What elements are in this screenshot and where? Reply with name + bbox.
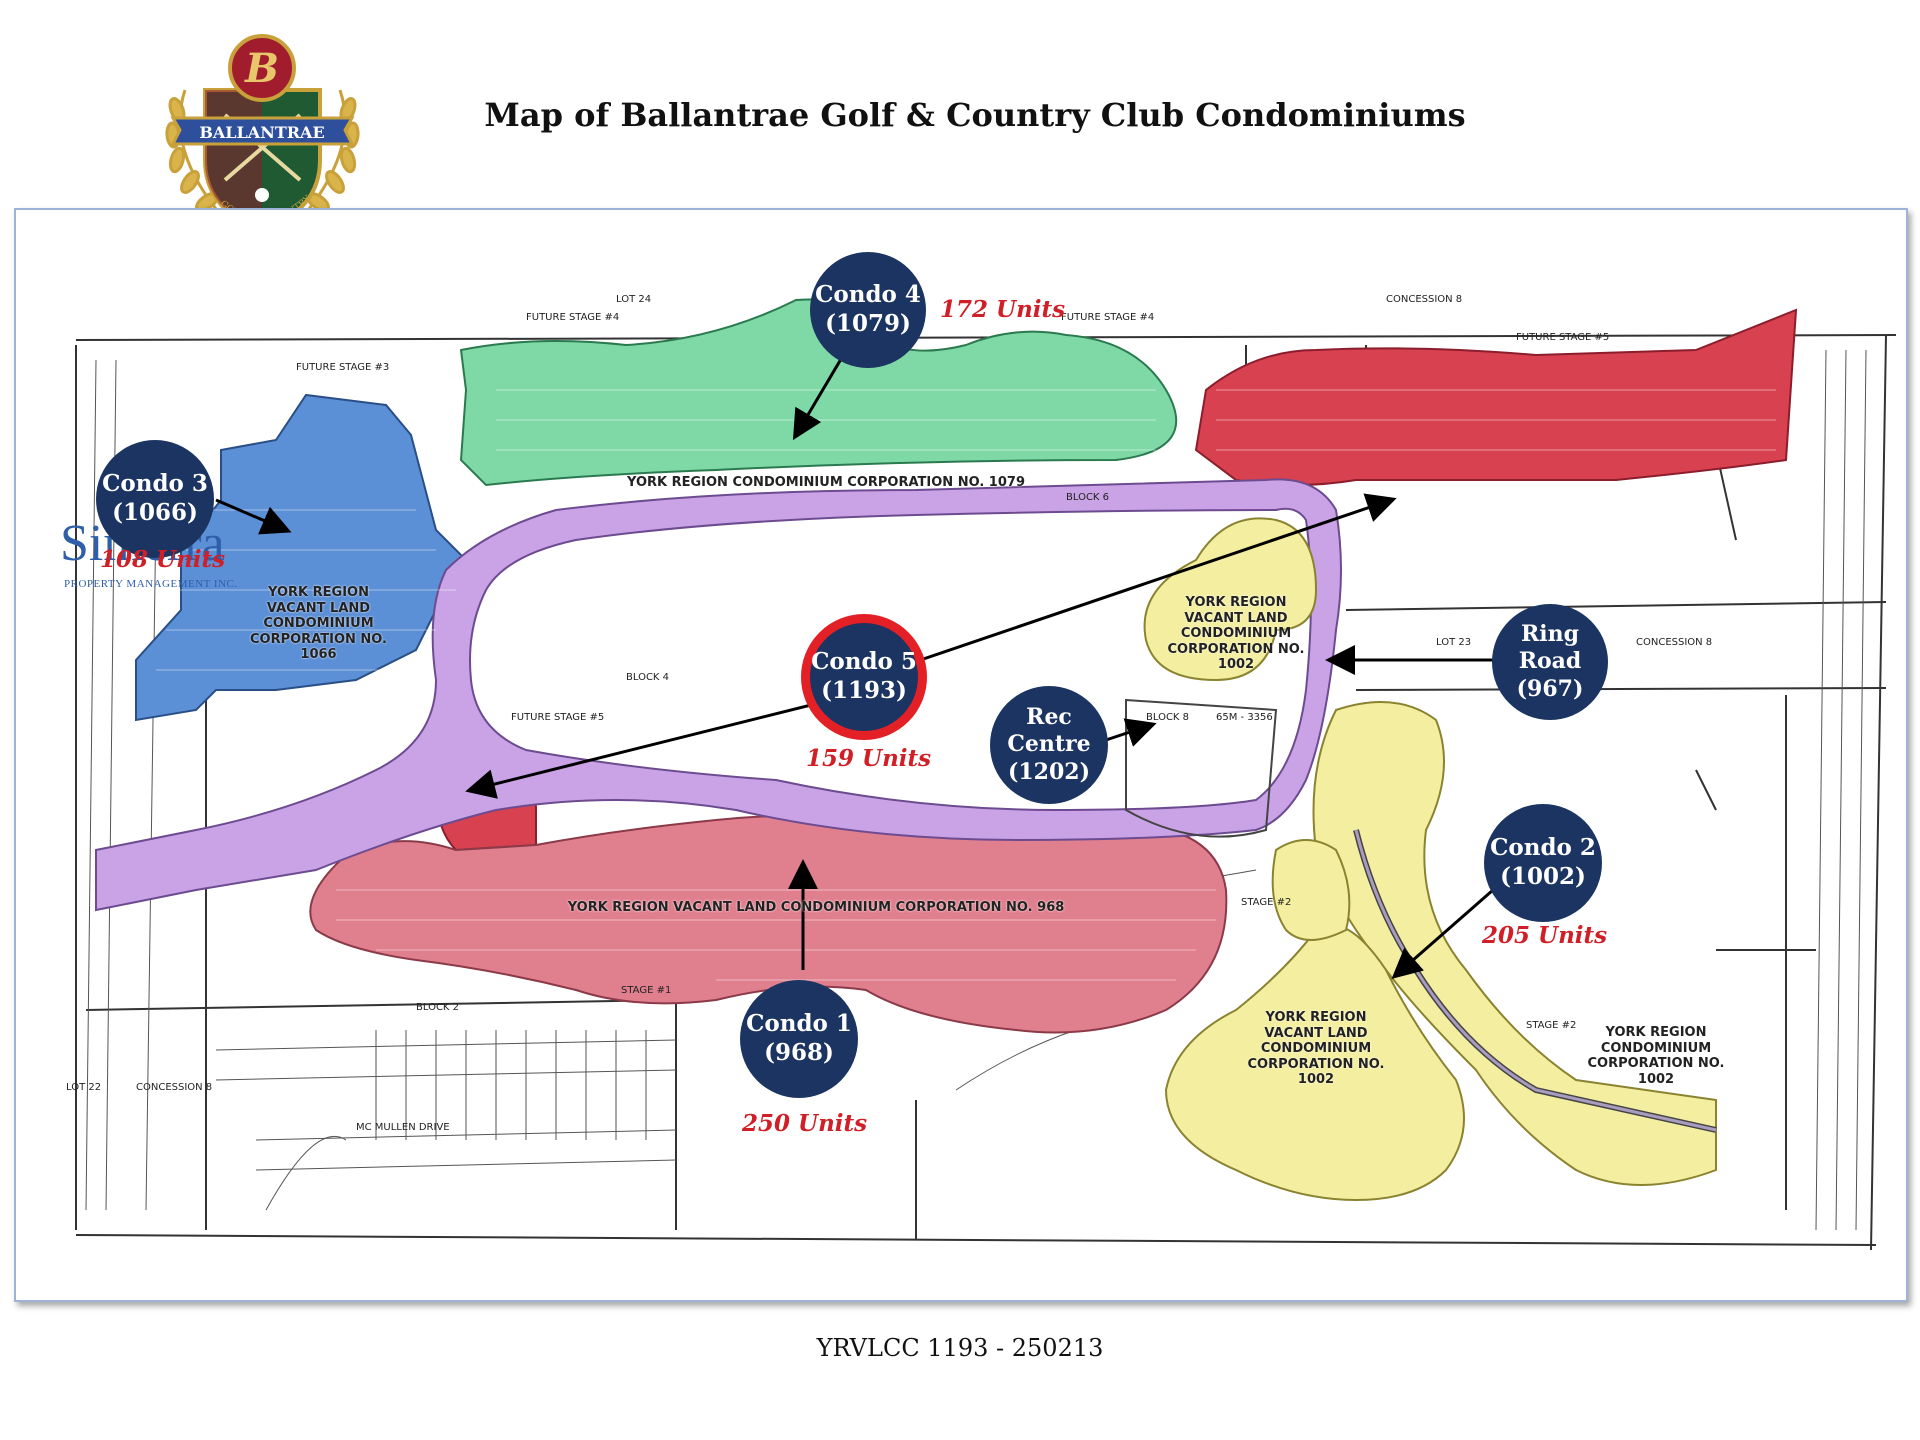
callout-condo-2[interactable]: Condo 2 (1002): [1484, 804, 1602, 922]
plan-label-future-stage-3: FUTURE STAGE #3: [296, 362, 389, 373]
plan-label-plan-number: 65M - 3356: [1216, 712, 1273, 723]
plan-label-block-8: BLOCK 8: [1146, 712, 1189, 723]
callout-condo-5[interactable]: Condo 5 (1193): [801, 614, 927, 740]
callout-condo-4[interactable]: Condo 4 (1079): [810, 252, 926, 368]
callout-rec-centre-line2: Centre: [1007, 731, 1091, 758]
zone-label-condo-2-south: YORK REGION VACANT LAND CONDOMINIUM CORP…: [1247, 1010, 1385, 1088]
zone-label-condo-1: YORK REGION VACANT LAND CONDOMINIUM CORP…: [567, 900, 1065, 915]
callout-condo-5-name: Condo 5: [811, 648, 917, 676]
svg-text:BALLANTRAE: BALLANTRAE: [199, 123, 324, 142]
zone-label-condo-2-east: YORK REGION CONDOMINIUM CORPORATION NO. …: [1587, 1025, 1725, 1087]
map-frame[interactable]: LOT 24 CONCESSION 8 LOT 23 CONCESSION 8 …: [14, 208, 1908, 1302]
plan-label-future-stage-4a: FUTURE STAGE #4: [526, 312, 619, 323]
plan-label-concession-top: CONCESSION 8: [1386, 294, 1462, 305]
arrow-condo-5-north: [890, 493, 1397, 672]
units-condo-2: 205 Units: [1482, 922, 1608, 949]
plan-label-stage-2a: STAGE #2: [1241, 897, 1291, 908]
arrow-condo-3: [215, 498, 292, 535]
zone-label-condo-4: YORK REGION CONDOMINIUM CORPORATION NO. …: [627, 475, 1025, 490]
plan-label-block-2: BLOCK 2: [416, 1002, 459, 1013]
plan-label-concession-bottom: CONCESSION 8: [136, 1082, 212, 1093]
zone-label-condo-2-north: YORK REGION VACANT LAND CONDOMINIUM CORP…: [1167, 595, 1305, 673]
rec-centre-block: [1125, 698, 1278, 838]
callout-ring-road-line2: Road: [1518, 648, 1582, 675]
callout-ring-road-line1: Ring: [1520, 620, 1580, 647]
condo-3-area: [135, 393, 478, 722]
plan-label-future-stage-5a: FUTURE STAGE #5: [1516, 332, 1609, 343]
condo-5-area-north: [1194, 308, 1798, 486]
units-condo-4: 172 Units: [940, 296, 1066, 323]
condo-2-area-north: [1143, 517, 1318, 682]
plan-label-stage-2b: STAGE #2: [1526, 1020, 1576, 1031]
plan-label-future-stage-4b: FUTURE STAGE #4: [1061, 312, 1154, 323]
callout-condo-5-number: (1193): [821, 677, 907, 704]
callout-condo-1-number: (968): [764, 1039, 834, 1066]
svg-text:B: B: [244, 45, 279, 92]
condo-2-area-west: [1271, 839, 1351, 941]
units-condo-1: 250 Units: [742, 1110, 868, 1137]
callout-condo-1[interactable]: Condo 1 (968): [740, 980, 858, 1098]
condo-2-area-south: [1164, 924, 1465, 1202]
callout-condo-3[interactable]: Condo 3 (1066): [96, 440, 214, 558]
arrow-condo-5-south: [465, 698, 832, 799]
units-condo-3: 108 Units: [100, 546, 226, 573]
arrow-rec-centre: [1105, 718, 1157, 747]
callout-condo-4-number: (1079): [825, 310, 911, 337]
footer-reference: YRVLCC 1193 - 250213: [816, 1334, 1104, 1362]
condo-1-area: [309, 814, 1228, 1034]
units-condo-5: 159 Units: [806, 745, 932, 772]
simerra-tagline: PROPERTY MANAGEMENT INC.: [64, 578, 238, 590]
callout-condo-4-name: Condo 4: [815, 281, 921, 309]
plan-label-lot22: LOT 22: [66, 1082, 101, 1093]
ballantrae-logo: B BALLANTRAE GOLF AND COUNTRY CLUB: [151, 23, 370, 240]
condo-4-area: [459, 298, 1178, 487]
callout-condo-1-name: Condo 1: [746, 1010, 852, 1038]
plan-label-future-stage-5b: FUTURE STAGE #5: [511, 712, 604, 723]
plan-label-block-4: BLOCK 4: [626, 672, 669, 683]
callout-ring-road[interactable]: Ring Road (967): [1492, 604, 1608, 720]
callout-rec-centre[interactable]: Rec Centre (1202): [990, 686, 1108, 804]
ring-road: [95, 478, 1342, 912]
callout-condo-2-name: Condo 2: [1490, 834, 1596, 862]
callout-rec-centre-number: (1202): [1007, 758, 1091, 785]
callout-rec-centre-line1: Rec: [1026, 703, 1072, 730]
plan-label-stage-1: STAGE #1: [621, 985, 671, 996]
callout-condo-2-number: (1002): [1500, 863, 1586, 890]
plan-label-concession-right: CONCESSION 8: [1636, 637, 1712, 648]
plan-label-block-6: BLOCK 6: [1066, 492, 1109, 503]
callout-condo-3-name: Condo 3: [102, 470, 208, 498]
arrow-condo-2: [1391, 888, 1494, 979]
zone-label-condo-3: YORK REGION VACANT LAND CONDOMINIUM CORP…: [250, 585, 387, 663]
plan-label-lot24: LOT 24: [616, 294, 651, 305]
site-plan-map[interactable]: LOT 24 CONCESSION 8 LOT 23 CONCESSION 8 …: [16, 210, 1906, 1300]
callout-ring-road-number: (967): [1516, 675, 1584, 702]
callout-condo-3-number: (1066): [112, 499, 198, 526]
plan-label-lot23: LOT 23: [1436, 637, 1471, 648]
plan-label-mcmullen: MC MULLEN DRIVE: [356, 1122, 450, 1133]
page-title: Map of Ballantrae Golf & Country Club Co…: [484, 96, 1466, 134]
